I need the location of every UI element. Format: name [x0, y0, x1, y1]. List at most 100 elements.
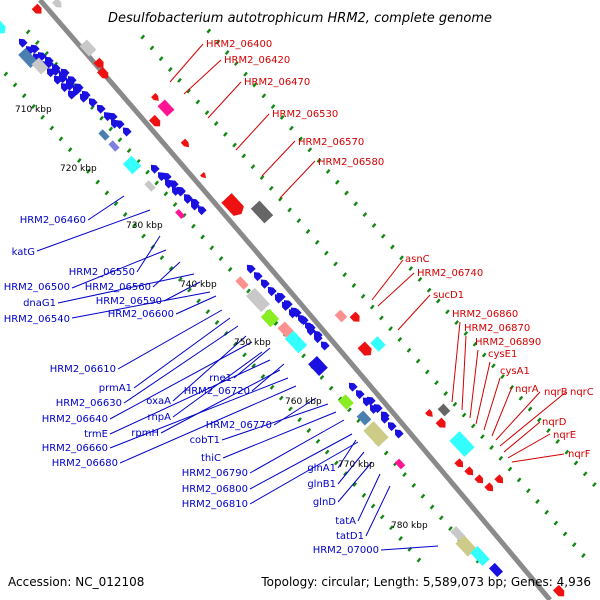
gene-label[interactable]: nqrA: [515, 384, 539, 395]
gene-label[interactable]: HRM2_06550: [69, 267, 135, 278]
gene-label[interactable]: HRM2_06600: [108, 309, 174, 320]
gene-arrow: [292, 308, 302, 318]
track-tick: [301, 353, 306, 359]
gene-feature: [348, 382, 358, 392]
gene-label[interactable]: HRM2_06660: [42, 443, 108, 454]
gene-label[interactable]: nqrC: [570, 387, 594, 398]
gene-label[interactable]: tatD1: [336, 531, 364, 542]
gene-label[interactable]: HRM2_06770: [206, 420, 272, 431]
gene-label[interactable]: HRM2_06870: [464, 323, 530, 334]
track-tick: [298, 136, 303, 142]
gene-block: [363, 421, 389, 447]
track-tick: [224, 50, 230, 56]
gene-label[interactable]: glnA1: [307, 463, 336, 474]
gene-label[interactable]: HRM2_06810: [182, 499, 248, 510]
gene-feature: [183, 194, 193, 204]
gene-label[interactable]: HRM2_06890: [475, 337, 541, 348]
gene-label[interactable]: nqrE: [553, 430, 576, 441]
track-tick: [362, 212, 368, 218]
gene-feature: [88, 98, 98, 108]
gene-feature: [52, 0, 62, 8]
gene-label[interactable]: HRM2_06790: [182, 468, 248, 479]
gene-label[interactable]: HRM2_06400: [206, 39, 272, 50]
gene-label[interactable]: HRM2_06640: [42, 414, 108, 425]
track-tick: [307, 147, 313, 153]
gene-feature: [122, 155, 142, 175]
gene-label[interactable]: HRM2_06470: [244, 77, 310, 88]
leader-line: [152, 261, 181, 288]
gene-block: [235, 276, 249, 290]
gene-label[interactable]: thiC: [201, 453, 221, 464]
gene-label[interactable]: HRM2_06500: [4, 282, 70, 293]
gene-feature: [221, 193, 244, 216]
gene-arrow: [96, 66, 109, 79]
leader-line: [221, 403, 329, 441]
gene-label[interactable]: HRM2_06580: [318, 157, 384, 168]
gene-label[interactable]: HRM2_06420: [224, 55, 290, 66]
gene-label[interactable]: rpmH: [131, 428, 159, 439]
leader-line: [71, 249, 167, 289]
gene-label[interactable]: nqrD: [542, 417, 567, 428]
track-tick: [498, 455, 504, 461]
track-tick: [361, 492, 367, 498]
track-tick: [325, 168, 331, 174]
gene-label[interactable]: asnC: [405, 254, 430, 265]
track-tick: [288, 406, 293, 412]
track-tick: [324, 449, 330, 455]
gene-label[interactable]: HRM2_06630: [56, 398, 122, 409]
gene-label[interactable]: HRM2_06610: [50, 364, 116, 375]
gene-label[interactable]: katG: [12, 247, 35, 258]
gene-block: [175, 209, 185, 219]
gene-label[interactable]: HRM2_06680: [52, 458, 118, 469]
gene-block: [338, 394, 354, 410]
track-tick: [402, 472, 407, 478]
gene-feature: [464, 466, 474, 476]
gene-label[interactable]: HRM2_06800: [182, 484, 248, 495]
gene-label[interactable]: cysA1: [500, 366, 530, 377]
gene-label[interactable]: HRM2_06740: [417, 268, 483, 279]
track-tick: [351, 283, 357, 288]
gene-feature: [197, 206, 207, 216]
gene-label[interactable]: HRM2_06720: [184, 386, 250, 397]
gene-label[interactable]: HRM2_06560: [85, 282, 151, 293]
gene-label[interactable]: glnD: [313, 497, 336, 508]
gene-label[interactable]: HRM2_06860: [452, 309, 518, 320]
gene-label[interactable]: HRM2_06590: [96, 296, 162, 307]
gene-arrow: [260, 279, 270, 289]
gene-label[interactable]: trmE: [84, 429, 108, 440]
gene-arrow: [313, 334, 323, 344]
gene-label[interactable]: HRM2_06530: [272, 109, 338, 120]
gene-label[interactable]: cobT1: [190, 435, 220, 446]
gene-label[interactable]: glnB1: [307, 479, 336, 490]
gene-label[interactable]: tatA: [335, 516, 356, 527]
gene-label[interactable]: rnpA: [148, 412, 172, 423]
track-tick: [416, 557, 422, 563]
gene-arrow: [0, 19, 6, 34]
gene-label[interactable]: HRM2_06570: [298, 137, 364, 148]
track-tick: [213, 121, 219, 126]
track-tick: [426, 287, 432, 293]
track-tick: [390, 244, 395, 250]
gene-label[interactable]: prmA1: [99, 383, 132, 394]
gene-label[interactable]: HRM2_06460: [20, 215, 86, 226]
gene-arrow: [349, 311, 360, 322]
track-tick: [415, 358, 421, 364]
gene-label[interactable]: dnaG1: [23, 298, 56, 309]
gene-arrow: [387, 422, 397, 432]
gene-label[interactable]: HRM2_06540: [4, 314, 70, 325]
gene-arrow: [52, 0, 62, 8]
gene-label[interactable]: cysE1: [488, 349, 517, 360]
gene-label[interactable]: sucD1: [433, 290, 464, 301]
track-tick: [328, 385, 334, 391]
gene-label[interactable]: nqrB: [544, 387, 568, 398]
track-tick: [132, 222, 137, 228]
gene-label[interactable]: rne1: [209, 373, 232, 384]
track-tick: [324, 250, 329, 256]
gene-arrow: [30, 44, 40, 54]
track-tick: [306, 428, 312, 433]
gene-label[interactable]: HRM2_07000: [313, 545, 379, 556]
gene-label[interactable]: oxaA: [146, 396, 171, 407]
track-tick: [209, 245, 215, 251]
gene-label[interactable]: nqrF: [568, 449, 591, 460]
gene-feature: [169, 180, 179, 190]
